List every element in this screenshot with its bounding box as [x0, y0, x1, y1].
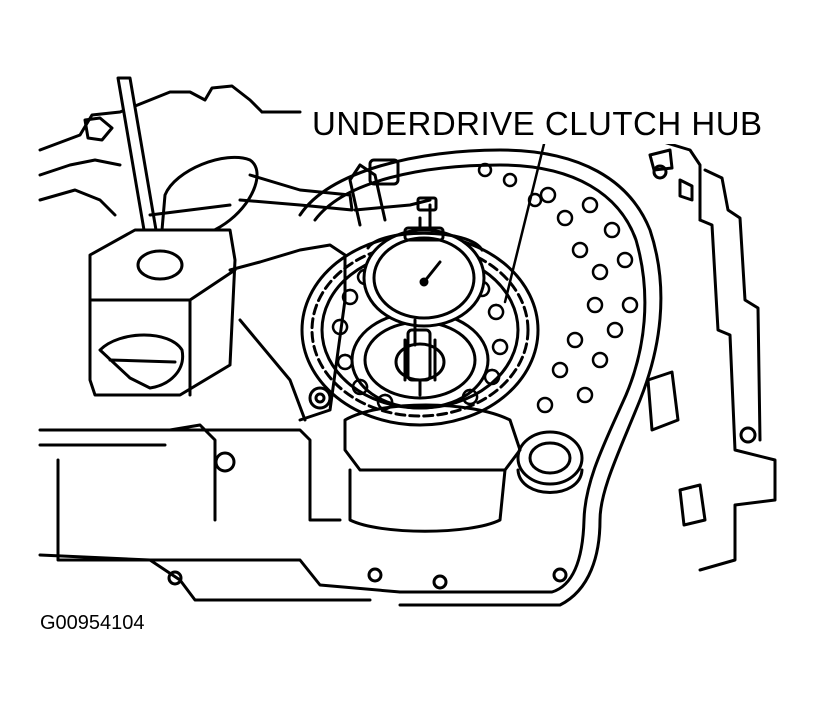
clutch-housing: [38, 148, 663, 607]
dial-indicator: [348, 158, 486, 347]
figure-id: G00954104: [40, 612, 145, 634]
callout-label-underdrive-clutch-hub: UNDERDRIVE CLUTCH HUB: [308, 104, 767, 144]
callout-leader-line: [503, 138, 547, 304]
magnetic-base-stand: [88, 76, 354, 422]
axle-seal-bore: [343, 403, 584, 533]
